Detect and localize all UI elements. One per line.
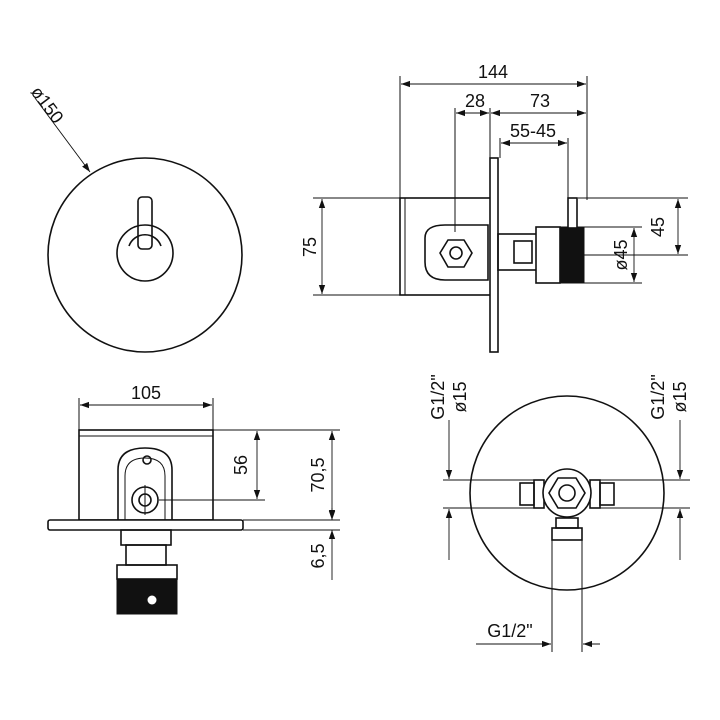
top-view: 105 56 70,5 6,5: [47, 383, 340, 615]
rear-view: G1/2" ø15 G1/2" ø15 G1/2": [428, 374, 690, 652]
front-diameter-label: ø150: [27, 82, 68, 127]
right-pipe-label: ø15: [670, 381, 690, 412]
plate-thickness-label: 6,5: [308, 543, 328, 568]
left-thread-label: G1/2": [428, 374, 448, 419]
screw-top: [142, 455, 152, 465]
central-hex-nut: [548, 477, 586, 509]
rear-plate-circle: [469, 395, 665, 591]
inlet-height-label: 56: [231, 455, 251, 475]
inlet-housing: [424, 224, 489, 281]
total-height-label: 70,5: [308, 457, 328, 492]
protrusion-label: 73: [530, 91, 550, 111]
left-inlet-thread: [519, 482, 535, 506]
height-label: 75: [300, 237, 320, 257]
cover-plate-top: [47, 519, 244, 531]
lever-height-label: 45: [648, 217, 668, 237]
stem-collar: [120, 529, 172, 546]
bottom-outlet-collar: [555, 517, 579, 529]
lever-side: [567, 197, 578, 229]
central-bore: [558, 484, 576, 502]
knob-arc: [128, 234, 162, 247]
cover-plate-side: [489, 157, 499, 353]
right-thread-label: G1/2": [648, 374, 668, 419]
stem-top: [125, 544, 167, 566]
inlet-hex-nut: [439, 239, 473, 268]
side-view: 144 28 73 55-45 75 45 ø45: [300, 62, 688, 353]
knob-grip-top: [116, 578, 178, 615]
stem-inner: [513, 240, 533, 264]
wall-range-label: 55-45: [510, 121, 556, 141]
left-pipe-label: ø15: [450, 381, 470, 412]
overall-depth-label: 144: [478, 62, 508, 82]
knob-diameter-label: ø45: [611, 239, 631, 270]
front-view: ø150: [27, 82, 243, 353]
right-inlet-thread: [599, 482, 615, 506]
lever-handle: [137, 196, 153, 250]
bottom-outlet-thread: [551, 527, 583, 541]
bottom-thread-label: G1/2": [487, 621, 532, 641]
body-depth-label: 28: [465, 91, 485, 111]
knob-circle: [116, 224, 174, 282]
knob-cap-top: [116, 564, 178, 580]
inlet-housing-top: [117, 447, 173, 520]
diameter-leader: [34, 97, 91, 173]
inlet-bore: [449, 246, 463, 260]
knob-side: [535, 226, 561, 284]
inlet-housing-inner: [124, 457, 166, 520]
knob-hole: [147, 595, 157, 605]
cover-plate-circle: [47, 157, 243, 353]
width-label: 105: [131, 383, 161, 403]
